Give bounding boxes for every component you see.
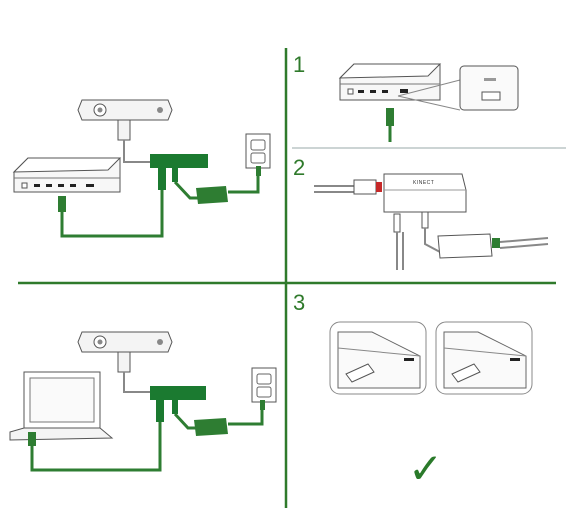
port-detail-right	[435, 321, 533, 395]
kinect-sensor-icon	[77, 331, 173, 373]
checkmark-icon: ✓	[408, 444, 444, 493]
power-outlet-icon	[245, 133, 271, 176]
console-setup-scene	[12, 99, 271, 238]
adapter-box	[150, 386, 206, 422]
panel-dividers	[18, 48, 566, 508]
laptop-icon	[9, 371, 114, 441]
step1-scene	[338, 63, 519, 142]
step2-scene	[314, 173, 549, 270]
laptop-setup-scene	[9, 331, 277, 472]
usb-plug-icon	[58, 196, 66, 212]
port-detail-left	[329, 321, 427, 395]
step-1-number: 1	[293, 52, 306, 77]
kinect-sensor-icon	[77, 99, 173, 141]
step3-scene	[329, 321, 533, 395]
step-3-number: 3	[293, 290, 306, 315]
console-icon	[12, 157, 122, 193]
console-icon	[338, 63, 442, 101]
step-2-number: 2	[293, 155, 306, 180]
power-brick	[437, 233, 500, 259]
usb-plug-icon	[386, 108, 394, 126]
power-outlet-icon	[251, 367, 277, 410]
adapter-box	[383, 173, 467, 213]
usb-plug-icon	[28, 432, 36, 446]
power-brick	[196, 174, 260, 204]
port-zoom	[459, 65, 519, 111]
adapter-box	[150, 154, 208, 190]
power-brick	[194, 404, 264, 436]
adapter-label: KINECT	[413, 180, 435, 186]
